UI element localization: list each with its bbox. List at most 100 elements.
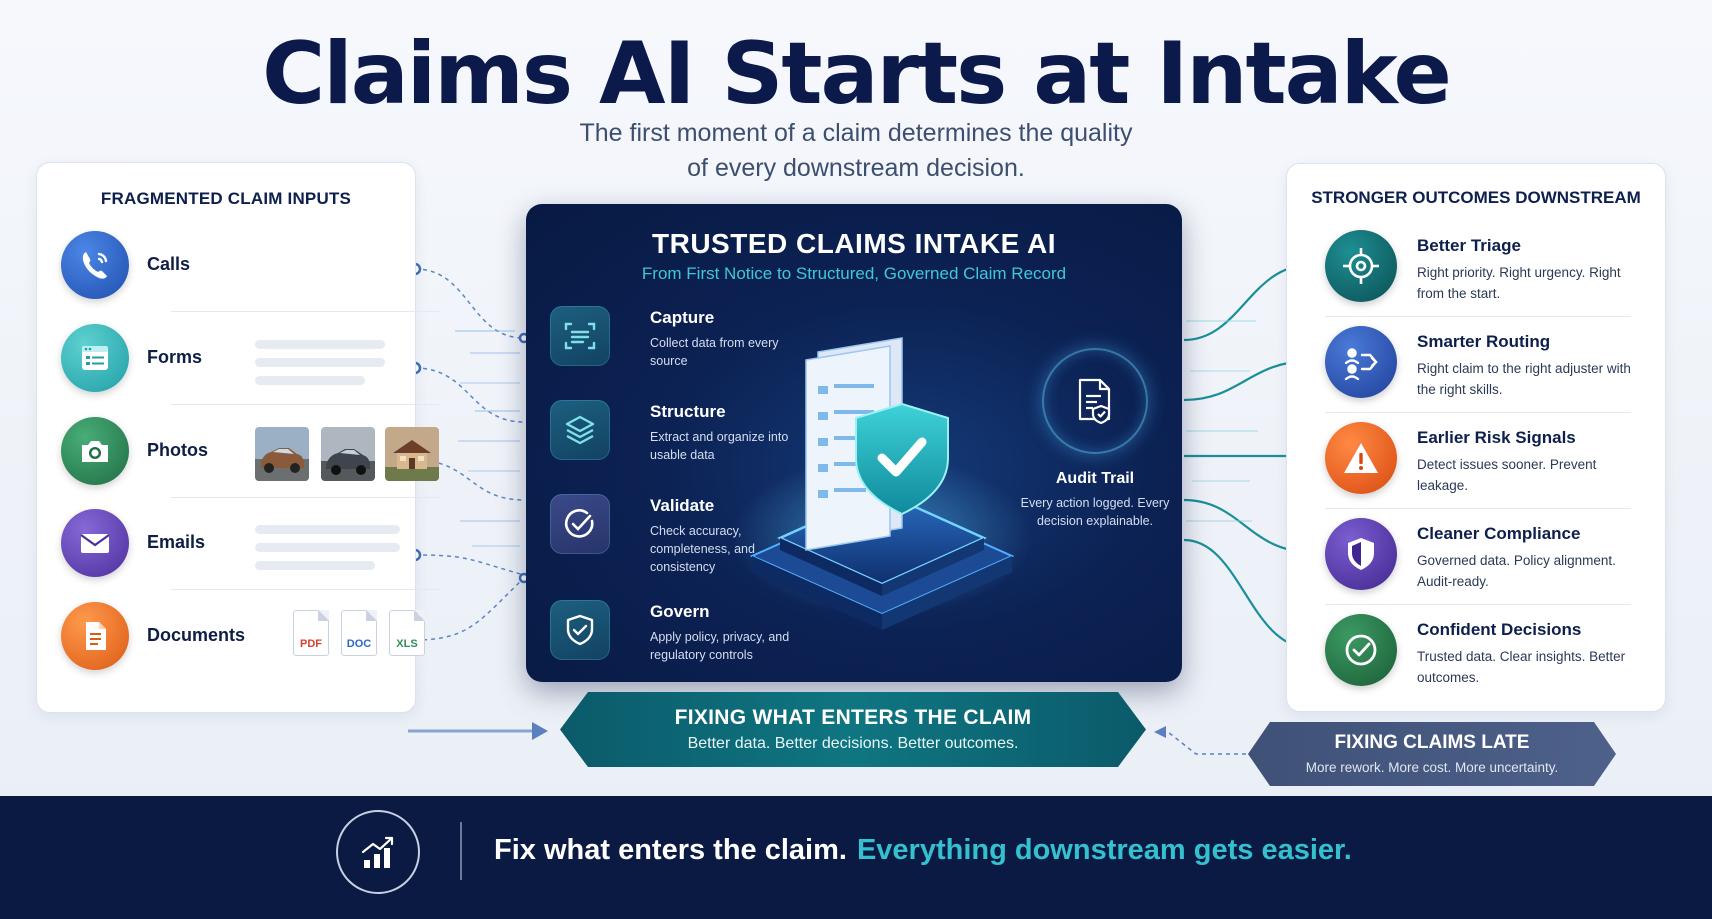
- input-label: Documents: [147, 625, 246, 645]
- input-row-forms: Forms: [61, 320, 441, 405]
- file-type-label: DOC: [346, 638, 372, 650]
- audit-trail: Audit Trail Every action logged. Every d…: [1020, 348, 1170, 530]
- intake-ai-panel: TRUSTED CLAIMS INTAKE AI From First Noti…: [526, 204, 1182, 682]
- input-row-photos: Photos: [61, 413, 441, 498]
- fixing-intake-banner: FIXING WHAT ENTERS THE CLAIM Better data…: [560, 692, 1146, 767]
- warning-icon: [1325, 422, 1397, 494]
- step-desc: Check accuracy, completeness, and consis…: [650, 524, 755, 574]
- input-row-documents: Documents PDF DOC XLS: [61, 598, 425, 670]
- footer-text-primary: Fix what enters the claim.: [494, 834, 847, 866]
- flow-arrow-left: [408, 722, 548, 740]
- outcome-cleaner-compliance: Cleaner Compliance Governed data. Policy…: [1325, 518, 1645, 608]
- step-desc: Collect data from every source: [650, 336, 779, 368]
- intake-ai-title: TRUSTED CLAIMS INTAKE AI: [652, 228, 1056, 259]
- check-circle-icon: [1325, 614, 1397, 686]
- form-placeholder-lines: [255, 340, 385, 394]
- step-desc: Apply policy, privacy, and regulatory co…: [650, 630, 790, 662]
- outcome-desc: Trusted data. Clear insights. Better out…: [1417, 649, 1626, 685]
- divider: [171, 311, 441, 312]
- footer-text-accent: Everything downstream gets easier.: [856, 834, 1352, 866]
- outcome-title: Confident Decisions: [1417, 620, 1582, 639]
- placeholder-line: [255, 525, 400, 534]
- phone-icon: [61, 231, 129, 299]
- divider: [171, 497, 441, 498]
- divider: [1325, 604, 1631, 605]
- step-title: Structure: [650, 402, 726, 421]
- placeholder-line: [255, 376, 365, 385]
- subtitle-line-2: of every downstream decision.: [687, 154, 1025, 182]
- check-circle-icon: [550, 494, 610, 554]
- outcome-title: Smarter Routing: [1417, 332, 1551, 351]
- audit-desc: Every action logged. Every decision expl…: [1020, 496, 1170, 528]
- outcome-desc: Right claim to the right adjuster with t…: [1417, 361, 1631, 397]
- xls-file-icon: XLS: [389, 610, 425, 656]
- page-subtitle: The first moment of a claim determines t…: [506, 116, 1206, 186]
- step-title: Capture: [650, 308, 715, 327]
- file-type-label: XLS: [396, 638, 418, 650]
- secure-claim-record-illustration: [732, 337, 1032, 630]
- file-type-label: PDF: [300, 638, 322, 650]
- layers-icon: [550, 400, 610, 460]
- flow-arrow-late: [1160, 731, 1246, 755]
- banner-subtitle: More rework. More cost. More uncertainty…: [1305, 760, 1559, 775]
- footer-bar: Fix what enters the claim. Everything dow…: [0, 796, 1712, 919]
- outcome-title: Better Triage: [1417, 236, 1521, 255]
- placeholder-line: [255, 543, 400, 552]
- shield-icon: [1325, 518, 1397, 590]
- target-icon: [1325, 230, 1397, 302]
- flow-arrow-late-head: [1154, 726, 1166, 738]
- banner-title: FIXING CLAIMS LATE: [1334, 732, 1530, 753]
- car-photo-thumbnail: [255, 427, 309, 481]
- audit-title: Audit Trail: [1055, 470, 1135, 487]
- inputs-panel: FRAGMENTED CLAIM INPUTS Calls Forms Phot…: [36, 162, 441, 713]
- outcome-desc: Governed data. Policy alignment. Audit-r…: [1417, 553, 1616, 589]
- fixing-late-banner: FIXING CLAIMS LATE More rework. More cos…: [1248, 722, 1616, 786]
- outcome-confident-decisions: Confident Decisions Trusted data. Clear …: [1325, 614, 1645, 704]
- outcome-earlier-risk-signals: Earlier Risk Signals Detect issues soone…: [1325, 422, 1645, 512]
- divider: [1325, 508, 1631, 509]
- outcomes-panel: STRONGER OUTCOMES DOWNSTREAM Better Tria…: [1286, 163, 1666, 712]
- banner-subtitle: Better data. Better decisions. Better ou…: [687, 735, 1019, 752]
- house-photo-thumbnail: [385, 427, 439, 481]
- footer-divider: [460, 822, 462, 880]
- divider: [1325, 412, 1631, 413]
- input-label: Photos: [147, 440, 208, 460]
- outcome-title: Earlier Risk Signals: [1417, 428, 1576, 447]
- outcomes-panel-title: STRONGER OUTCOMES DOWNSTREAM: [1311, 188, 1641, 207]
- audit-document-icon: [1042, 348, 1148, 454]
- document-icon: [61, 602, 129, 670]
- step-desc: Extract and organize into usable data: [650, 430, 789, 462]
- page-title: Claims AI Starts at Intake: [262, 24, 1452, 124]
- subtitle-line-1: The first moment of a claim determines t…: [579, 119, 1133, 147]
- input-label: Calls: [147, 254, 191, 274]
- pdf-file-icon: PDF: [293, 610, 329, 656]
- outcome-smarter-routing: Smarter Routing Right claim to the right…: [1325, 326, 1645, 416]
- email-placeholder-lines: [255, 525, 400, 579]
- shield-check-icon: [550, 600, 610, 660]
- input-data-stream: [455, 330, 520, 547]
- car-damage-photo-thumbnail: [321, 427, 375, 481]
- outcome-title: Cleaner Compliance: [1417, 524, 1581, 543]
- input-row-emails: Emails: [61, 505, 441, 590]
- form-icon: [61, 324, 129, 392]
- footer-message: Fix what enters the claim. Everything dow…: [494, 834, 1352, 867]
- doc-file-icon: DOC: [341, 610, 377, 656]
- outcome-desc: Right priority. Right urgency. Right fro…: [1417, 265, 1621, 301]
- inputs-panel-title: FRAGMENTED CLAIM INPUTS: [100, 189, 352, 208]
- output-data-stream: [1186, 320, 1258, 522]
- step-title: Govern: [650, 602, 710, 621]
- camera-icon: [61, 417, 129, 485]
- scan-icon: [550, 306, 610, 366]
- divider: [171, 404, 441, 405]
- placeholder-line: [255, 561, 375, 570]
- divider: [1325, 316, 1631, 317]
- placeholder-line: [255, 340, 385, 349]
- input-row-calls: Calls: [61, 227, 441, 312]
- divider: [171, 589, 441, 590]
- intake-ai-subtitle: From First Notice to Structured, Governe…: [641, 264, 1067, 283]
- growth-chart-icon: [336, 810, 420, 894]
- routing-icon: [1325, 326, 1397, 398]
- outcome-desc: Detect issues sooner. Prevent leakage.: [1417, 457, 1597, 493]
- placeholder-line: [255, 358, 385, 367]
- step-title: Validate: [650, 496, 715, 515]
